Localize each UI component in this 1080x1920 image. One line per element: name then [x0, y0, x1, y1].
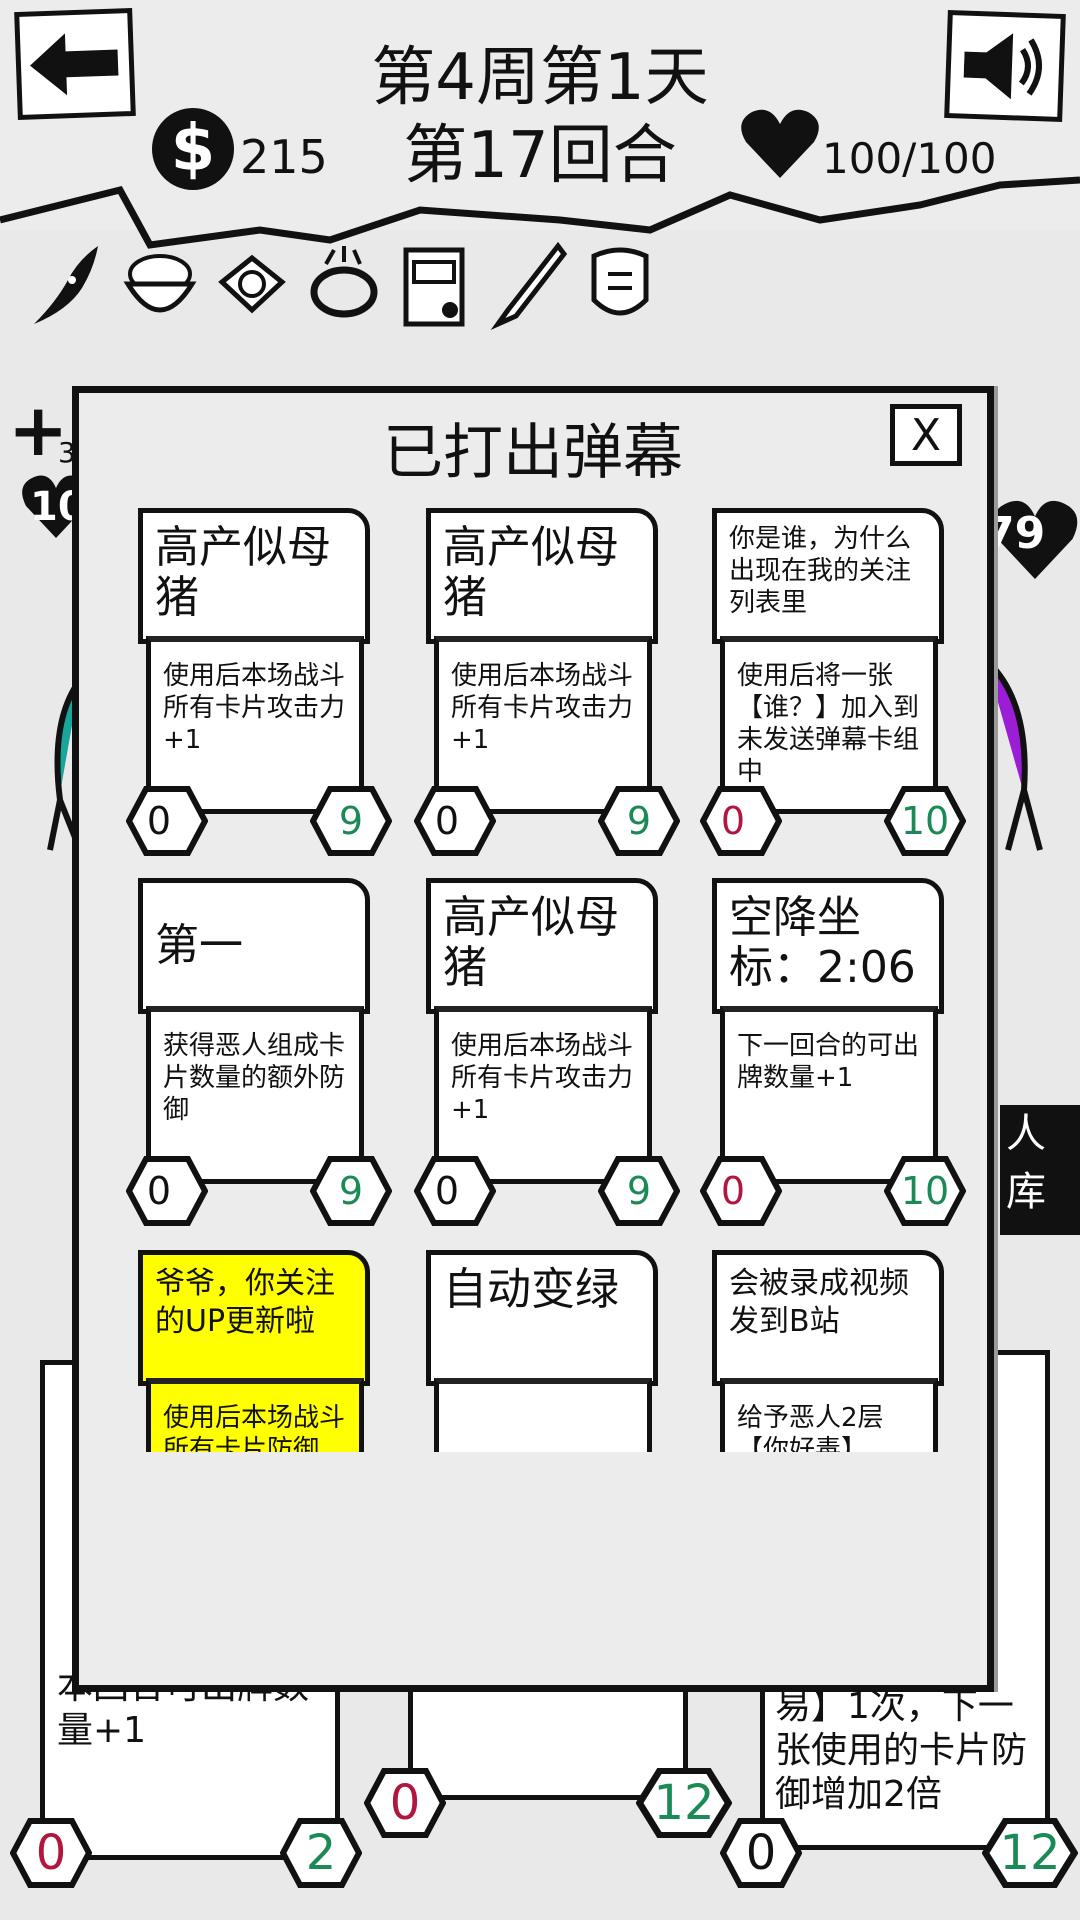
arrow-left-icon: [30, 33, 119, 96]
card-title: 高产似母猪: [426, 878, 658, 1014]
machine-icon[interactable]: [396, 240, 476, 330]
speaker-icon: [963, 33, 1042, 100]
rice-bowl-icon[interactable]: [120, 240, 200, 330]
left-small-number: 3: [58, 436, 76, 469]
card-description: 使用后将一张【谁？】加入到未发送弹幕卡组中: [720, 636, 938, 814]
card-cost: 0: [414, 1156, 496, 1226]
week-day-label: 第4周第1天: [371, 41, 709, 115]
hand-card-2-power: 12: [636, 1768, 732, 1838]
sound-toggle-button[interactable]: [944, 9, 1066, 123]
card-power: 9: [310, 786, 392, 856]
card-cost: 0: [126, 1156, 208, 1226]
card-power: 10: [884, 786, 966, 856]
card-power: 10: [884, 1156, 966, 1226]
money-value: 215: [240, 130, 328, 184]
hand-card-1-cost: 0: [10, 1818, 92, 1888]
back-button[interactable]: [14, 7, 136, 121]
card-title: 空降坐标：2:06: [712, 878, 944, 1014]
chili-pepper-icon[interactable]: [28, 240, 108, 330]
right-hp-heart-icon: [992, 500, 1078, 579]
card-description: 使用后本场战斗所有卡片攻击力+1: [146, 636, 364, 814]
card-description: 使用后本场战斗所有卡片攻击力+1: [434, 636, 652, 814]
badge-icon[interactable]: [212, 240, 292, 330]
card-cost: 0: [700, 1156, 782, 1226]
hand-card-2-cost: 0: [364, 1768, 446, 1838]
card-title: 自动变绿: [426, 1250, 658, 1386]
card-title: 你是谁，为什么出现在我的关注列表里: [712, 508, 944, 644]
card-description: 下一回合的可出牌数量+1: [720, 1006, 938, 1184]
ring-icon[interactable]: [304, 240, 384, 330]
coin-icon: $: [152, 108, 234, 190]
card-description: 使用后本场战斗所有卡片防御+1: [146, 1378, 364, 1452]
card-power: 9: [598, 1156, 680, 1226]
card-title: 会被录成视频发到B站: [712, 1250, 944, 1386]
card-title: 爷爷，你关注的UP更新啦: [138, 1250, 370, 1386]
heart-icon: [741, 109, 819, 178]
hand-card-1-power: 2: [280, 1818, 362, 1888]
card-description: 获得恶人组成卡片数量的额外防御: [146, 1006, 364, 1184]
coin-symbol: $: [170, 112, 216, 186]
relic-bar: [28, 240, 660, 335]
hand-card-3-power: 12: [982, 1818, 1078, 1888]
knife-icon[interactable]: [488, 240, 568, 330]
hand-card-3-cost: 0: [720, 1818, 802, 1888]
deck-tag[interactable]: 人 库: [1000, 1105, 1080, 1235]
card-power: 9: [598, 786, 680, 856]
card-title: 高产似母猪: [138, 508, 370, 644]
close-button[interactable]: X: [890, 404, 962, 466]
card-description: 给予恶人2层【你好毒】: [720, 1378, 938, 1452]
shield-icon[interactable]: [580, 240, 660, 330]
round-label: 第17回合: [403, 119, 677, 193]
card-description: 使用后本场战斗所有卡片攻击力+1: [434, 1006, 652, 1184]
add-icon: +: [8, 388, 69, 472]
card-title: 第一: [138, 878, 370, 1014]
card-power: 9: [310, 1156, 392, 1226]
card-cost: 0: [126, 786, 208, 856]
torn-paper-edge: [0, 150, 1080, 249]
card-description: [434, 1378, 652, 1452]
close-icon: X: [910, 409, 942, 461]
popup-title: 已打出弹幕: [383, 418, 683, 488]
hp-value: 100/100: [822, 134, 997, 183]
card-cost: 0: [700, 786, 782, 856]
card-cost: 0: [414, 786, 496, 856]
danmaku-card[interactable]: 自动变绿010: [420, 1250, 668, 1452]
card-title: 高产似母猪: [426, 508, 658, 644]
hand-card-text: 易】1次，下一张使用的卡片防御增加2倍: [775, 1686, 1028, 1815]
